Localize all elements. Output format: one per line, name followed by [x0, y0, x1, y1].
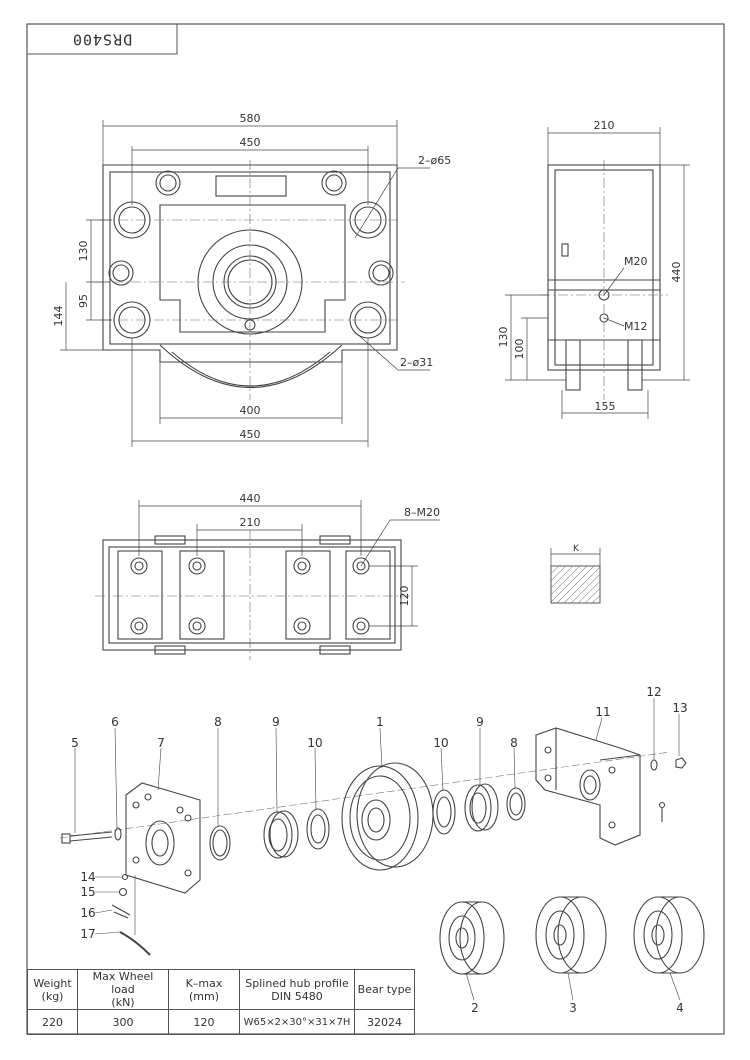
part-number: 5 [71, 736, 79, 750]
part-number: 1 [376, 715, 384, 729]
wheel-variant-3 [535, 896, 607, 974]
part-leader-lines [74, 698, 681, 1001]
dim-side-bottom-155: 155 [595, 400, 616, 413]
dim-bolt-spec: 8–M20 [404, 506, 440, 519]
dim-thread-m20: M20 [624, 255, 648, 268]
spec-header: Bear type [354, 969, 415, 1010]
top-view-dimensions [138, 500, 440, 627]
title-code-box: DRS400 [26, 23, 178, 55]
part-number: 13 [672, 701, 687, 715]
part-number: 10 [307, 736, 322, 750]
part-number: 7 [157, 736, 165, 750]
dim-top-hole-span: 450 [240, 136, 261, 149]
dim-left-144: 144 [52, 306, 65, 327]
dim-top-inner-210: 210 [240, 516, 261, 529]
dim-thread-m12: M12 [624, 320, 648, 333]
dim-side-left-130: 130 [497, 327, 510, 348]
spec-value: 120 [168, 1009, 240, 1035]
spec-table-header-row: Weight (kg) Max Wheel load (kN) K–max (m… [27, 969, 415, 1010]
top-view-centerlines [95, 530, 410, 660]
dim-bottom-400: 400 [240, 404, 261, 417]
part-number: 17 [80, 927, 95, 941]
exploded-view [59, 727, 705, 975]
part-number: 9 [272, 715, 280, 729]
part-number: 11 [595, 705, 610, 719]
dim-top-hole-dia: 2–ø65 [418, 154, 451, 167]
part-number: 10 [433, 736, 448, 750]
k-label: K [573, 544, 580, 554]
drawing-border [26, 23, 725, 1035]
spec-header: K–max (mm) [168, 969, 240, 1010]
spec-value: W65×2×30°×31×7H [239, 1009, 355, 1035]
part-number: 2 [471, 1001, 479, 1015]
part-number: 16 [80, 906, 95, 920]
spec-header: Splined hub profile DIN 5480 [239, 969, 355, 1010]
wheel-variant-4 [633, 896, 705, 974]
part-number: 15 [80, 885, 95, 899]
dim-left-95: 95 [77, 294, 90, 308]
part-number: 6 [111, 715, 119, 729]
part-number: 3 [569, 1001, 577, 1015]
side-view-dimensions [505, 127, 690, 419]
dim-bottom-450: 450 [240, 428, 261, 441]
part-numbers: 5 6 7 8 9 10 1 10 9 8 11 12 13 14 15 16 … [71, 685, 687, 1015]
part-number: 12 [646, 685, 661, 699]
dim-overall-width: 580 [240, 112, 261, 125]
spec-value: 32024 [354, 1009, 415, 1035]
dim-left-130: 130 [77, 241, 90, 262]
spec-value: 300 [77, 1009, 169, 1035]
part-number: 4 [676, 1001, 684, 1015]
dim-side-left-100: 100 [513, 339, 526, 360]
spec-header: Max Wheel load (kN) [77, 969, 169, 1010]
top-view [102, 535, 402, 655]
dim-top-outer-440: 440 [240, 492, 261, 505]
wheel-variant-2 [439, 901, 505, 975]
k-gap-symbol: K [550, 544, 601, 604]
drawing-code: DRS400 [72, 31, 132, 49]
spec-table: Weight (kg) Max Wheel load (kN) K–max (m… [27, 969, 415, 1035]
front-view-centerlines [95, 160, 405, 400]
part-number: 9 [476, 715, 484, 729]
spec-table-value-row: 220 300 120 W65×2×30°×31×7H 32024 [27, 1009, 415, 1035]
part-number: 8 [214, 715, 222, 729]
part-number: 14 [80, 870, 95, 884]
spec-value: 220 [27, 1009, 78, 1035]
dim-side-width: 210 [594, 119, 615, 132]
dim-side-height: 440 [670, 262, 683, 283]
dim-top-right-120: 120 [398, 586, 411, 607]
spec-header: Weight (kg) [27, 969, 78, 1010]
part-number: 8 [510, 736, 518, 750]
dim-bottom-hole-dia: 2–ø31 [400, 356, 433, 369]
front-view-dimensions [60, 120, 430, 447]
